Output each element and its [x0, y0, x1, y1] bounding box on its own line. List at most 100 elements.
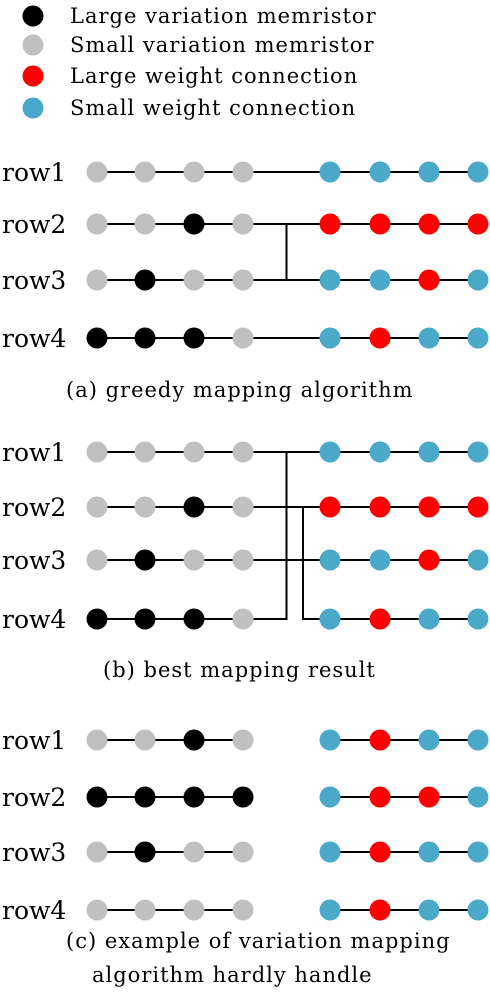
panel-1-memristor-r3-c2: [134, 269, 156, 291]
panel-1-weight-r2-c3: [418, 213, 440, 235]
panel-2-memristor-r4-c3: [183, 608, 205, 630]
panel-2-weight-r3-c3: [418, 549, 440, 571]
panel-3-weight-r2-c3: [418, 786, 440, 808]
panel-1-memristor-r3-c4: [232, 269, 254, 291]
panel-3-memristor-r1-c1: [86, 729, 108, 751]
panel-2-weight-r4-c3: [418, 608, 440, 630]
panel-1-weight-r2-c4: [467, 213, 489, 235]
legend-dot-4: [22, 97, 44, 119]
panel-3-weight-r1-c4: [467, 729, 489, 751]
panel-2-weight-r4-c1: [319, 608, 341, 630]
panel-1-memristor-r4-c2: [134, 327, 156, 349]
panel-1-row-label-1: row1: [2, 158, 66, 187]
panel-3-memristor-r2-c3: [183, 786, 205, 808]
panel-1-memristor-r2-c3: [183, 213, 205, 235]
panel-1-memristor-r1-c3: [183, 161, 205, 183]
panel-3-weight-r2-c4: [467, 786, 489, 808]
panel-2-weight-r4-c2: [369, 608, 391, 630]
panel-2-weight-r1-c4: [467, 441, 489, 463]
panel-2-caption-1: (b) best mapping result: [103, 658, 376, 682]
panel-3-weight-r3-c2: [369, 841, 391, 863]
panel-3-memristor-r3-c2: [134, 841, 156, 863]
panel-2-weight-r4-c4: [467, 608, 489, 630]
panel-2-memristor-r2-c2: [134, 496, 156, 518]
panel-2-weight-r3-c1: [319, 549, 341, 571]
legend-label-3: Large weight connection: [70, 64, 358, 88]
panel-1-weight-r3-c1: [319, 269, 341, 291]
panel-1-weight-r4-c2: [369, 327, 391, 349]
legend-label-4: Small weight connection: [70, 96, 356, 120]
legend-dot-3: [22, 65, 44, 87]
panel-2-memristor-r1-c3: [183, 441, 205, 463]
panel-1-caption-1: (a) greedy mapping algorithm: [66, 378, 414, 402]
panel-1-weight-r2-c1: [319, 213, 341, 235]
panel-3-weight-r4-c3: [418, 899, 440, 921]
panel-2-row-label-4: row4: [2, 605, 66, 634]
panel-3-memristor-r3-c3: [183, 841, 205, 863]
panel-1-memristor-r4-c1: [86, 327, 108, 349]
panel-3-memristor-r3-c4: [232, 841, 254, 863]
panel-2-weight-r2-c2: [369, 496, 391, 518]
legend-dot-2: [22, 34, 44, 56]
panel-1-weight-r3-c3: [418, 269, 440, 291]
panel-2-weight-r3-c4: [467, 549, 489, 571]
panel-2-weight-r3-c2: [369, 549, 391, 571]
panel-2-weight-r1-c1: [319, 441, 341, 463]
panel-3-weight-r2-c2: [369, 786, 391, 808]
panel-2-weight-r2-c1: [319, 496, 341, 518]
panel-2-memristor-r3-c3: [183, 549, 205, 571]
panel-3-memristor-r1-c3: [183, 729, 205, 751]
panel-1-memristor-r4-c3: [183, 327, 205, 349]
legend-label-2: Small variation memristor: [70, 33, 375, 57]
panel-2-memristor-r1-c2: [134, 441, 156, 463]
panel-3-weight-r1-c2: [369, 729, 391, 751]
panel-2-memristor-r2-c1: [86, 496, 108, 518]
panel-2-weight-r2-c3: [418, 496, 440, 518]
panel-1-memristor-r2-c4: [232, 213, 254, 235]
panel-1-memristor-r3-c3: [183, 269, 205, 291]
panel-3-row-label-1: row1: [2, 726, 66, 755]
panel-3-weight-r2-c1: [319, 786, 341, 808]
panel-2-mapping-line-2: [253, 506, 320, 620]
panel-3-memristor-r4-c2: [134, 899, 156, 921]
panel-1-memristor-r3-c1: [86, 269, 108, 291]
panel-3-memristor-r4-c3: [183, 899, 205, 921]
panel-2-row-label-1: row1: [2, 438, 66, 467]
panel-1-memristor-r2-c1: [86, 213, 108, 235]
panel-1-row-label-2: row2: [2, 210, 66, 239]
panel-3-memristor-r3-c1: [86, 841, 108, 863]
panel-3-weight-r3-c3: [418, 841, 440, 863]
panel-2-row-label-3: row3: [2, 546, 66, 575]
panel-3-memristor-r2-c1: [86, 786, 108, 808]
panel-1-weight-r1-c1: [319, 161, 341, 183]
panel-1-weight-r1-c3: [418, 161, 440, 183]
panel-2-memristor-r4-c4: [232, 608, 254, 630]
panel-2-weight-r1-c2: [369, 441, 391, 463]
panel-3-weight-r1-c1: [319, 729, 341, 751]
panel-3-caption-1: (c) example of variation mapping: [66, 929, 451, 953]
panel-2-memristor-r3-c1: [86, 549, 108, 571]
panel-2-memristor-r1-c4: [232, 441, 254, 463]
panel-3-memristor-r2-c2: [134, 786, 156, 808]
legend-label-1: Large variation memristor: [70, 4, 377, 28]
panel-2-memristor-r2-c3: [183, 496, 205, 518]
panel-3-weight-r4-c2: [369, 899, 391, 921]
panel-1-weight-r4-c3: [418, 327, 440, 349]
panel-1-row-label-3: row3: [2, 266, 66, 295]
panel-2-memristor-r3-c4: [232, 549, 254, 571]
panel-1-weight-r4-c1: [319, 327, 341, 349]
panel-1-memristor-r2-c2: [134, 213, 156, 235]
panel-2-mapping-line-4: [253, 451, 320, 620]
panel-1-weight-r2-c2: [369, 213, 391, 235]
panel-3-memristor-r4-c1: [86, 899, 108, 921]
panel-1-weight-r1-c2: [369, 161, 391, 183]
panel-2-memristor-r4-c2: [134, 608, 156, 630]
panel-3-row-label-4: row4: [2, 896, 66, 925]
panel-2-row-label-2: row2: [2, 493, 66, 522]
panel-1-weight-r3-c4: [467, 269, 489, 291]
panel-3-row-label-3: row3: [2, 838, 66, 867]
panel-2-memristor-r3-c2: [134, 549, 156, 571]
panel-1-memristor-r1-c4: [232, 161, 254, 183]
panel-2-memristor-r4-c1: [86, 608, 108, 630]
panel-3-memristor-r1-c4: [232, 729, 254, 751]
